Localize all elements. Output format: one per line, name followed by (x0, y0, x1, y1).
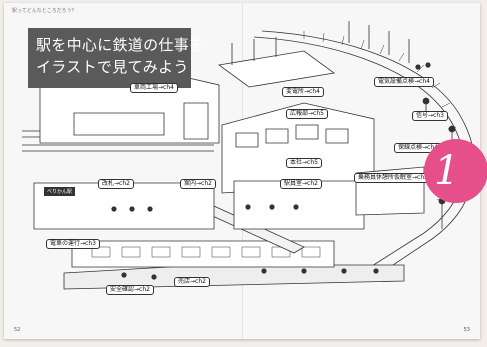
headline: 駅を中心に鉄道の仕事を イラストで見てみよう (28, 28, 205, 88)
office-building (221, 102, 375, 194)
substation (217, 50, 336, 88)
label-annai: 案内→ch2 (180, 179, 216, 189)
headline-line-1: 駅を中心に鉄道の仕事を (36, 36, 205, 54)
page-number-left: 52 (14, 327, 21, 333)
label-baiten: 売店→ch2 (174, 277, 210, 287)
book-spread: 駅ってどんなところだろう？ (4, 3, 487, 339)
label-koho: 広報部→ch5 (286, 109, 328, 119)
label-honsha: 本社→ch5 (286, 158, 322, 168)
train-car-icon (73, 112, 165, 136)
headline-line-2: イラストで見てみよう (36, 58, 189, 76)
running-head: 駅ってどんなところだろう？ (12, 8, 77, 14)
main-track (253, 36, 465, 272)
concourse (33, 182, 215, 230)
label-anzen: 安全確認→ch2 (106, 285, 154, 295)
label-hendensho: 変電所→ch4 (282, 87, 324, 97)
label-kaisatsu: 改札→ch2 (98, 179, 134, 189)
label-shingo: 信号→ch3 (412, 111, 448, 121)
commuter-train (71, 240, 335, 268)
label-sharyo: 車両工場→ch4 (130, 83, 178, 93)
person-icon (111, 62, 431, 280)
label-ekiinshitsu: 駅員室→ch2 (280, 179, 322, 189)
label-unten: 電車の運行→ch3 (46, 239, 100, 249)
page-number-right: 53 (463, 327, 470, 333)
label-jomuin: 乗務員休憩所仮眠室→ch2 (354, 173, 432, 183)
label-denki: 電気設備点検→ch4 (374, 77, 434, 87)
main-track-outer (261, 30, 475, 280)
station-sign: べりかん駅 (44, 187, 76, 196)
chapter-badge: 1 (424, 139, 487, 203)
